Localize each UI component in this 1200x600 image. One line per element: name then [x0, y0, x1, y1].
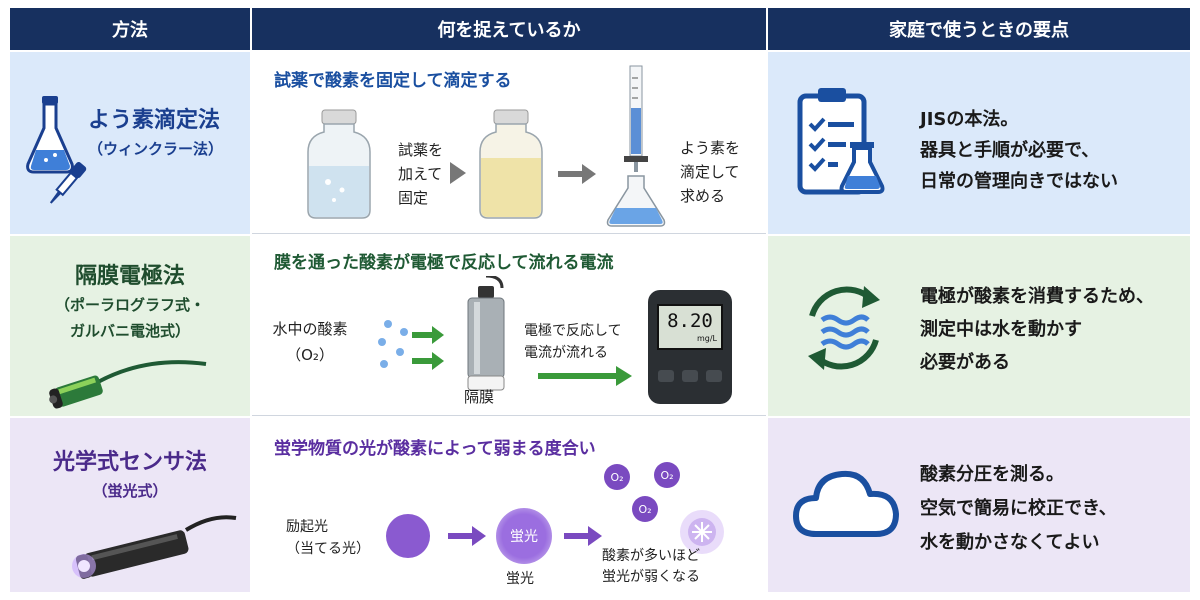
fluorescence-circle: 蛍光 [496, 508, 552, 564]
row2-point-3: 必要がある [920, 352, 1010, 373]
row1-what-cell: 試薬で酸素を固定して滴定する 試薬を 加えて 固定 [252, 52, 766, 234]
oxygen-molecules-icon [378, 320, 444, 370]
meter-device: 8.20 mg/L [648, 290, 732, 404]
row3-label-weak: 酸素が多いほど 蛍光が弱くなる [602, 546, 700, 588]
row2-caption: 膜を通った酸素が電極で反応して流れる電流 [274, 253, 614, 273]
fluorescence-inner-label: 蛍光 [510, 529, 538, 545]
row1-step1-line3: 固定 [398, 189, 429, 207]
row2-current-line1: 電極で反応して [524, 323, 622, 339]
header-method-label: 方法 [112, 20, 148, 41]
row1-method-name: よう素滴定法 [88, 108, 221, 133]
meter-value: 8.20 [667, 310, 713, 332]
row2-method-sub2: ガルバニ電池式） [69, 322, 190, 340]
row3-point-1: 酸素分圧を測る。 [920, 464, 1064, 485]
header-method: 方法 [10, 8, 250, 50]
weak-fluorescence-icon [680, 510, 724, 554]
cloud-icon [793, 470, 899, 537]
o2-molecule-1: O₂ [604, 464, 630, 490]
row1-step2-line2: 滴定して [680, 163, 740, 181]
row2-method-cell: 隔膜電極法 （ポーラログラフ式・ ガルバニ電池式） [10, 236, 250, 416]
row1-points: JISの本法。 器具と手順が必要で、 日常の管理向きではない [920, 104, 1118, 197]
row3-point-3: 水を動かさなくてよい [920, 532, 1100, 553]
header-home-label: 家庭で使うときの要点 [889, 20, 1069, 41]
arrow-right-icon [564, 526, 602, 546]
row2-label-o2: （O₂） [286, 346, 334, 364]
row3-excite-line1: 励起光 [286, 519, 328, 535]
meter-button-2 [682, 370, 698, 382]
row1-caption: 試薬で酸素を固定して滴定する [274, 71, 512, 91]
row3-label-excite: 励起光 （当てる光） [286, 516, 370, 560]
meter-display: 8.20 mg/L [657, 304, 723, 350]
row2-current-line2: 電流が流れる [524, 345, 608, 361]
arrow-right-icon [558, 164, 596, 184]
header-home: 家庭で使うときの要点 [768, 8, 1190, 50]
header-what-label: 何を捉えているか [437, 20, 581, 41]
row3-method-sub: （蛍光式） [92, 482, 168, 500]
arrow-right-icon [538, 366, 632, 386]
water-circulation-icon [808, 286, 880, 370]
row1-step2: よう素を 滴定して 求める [680, 136, 740, 208]
row2-label-water: 水中の酸素 [272, 320, 348, 338]
row2-point-1: 電極が酸素を消費するため、 [920, 286, 1154, 307]
row2-home-cell: 電極が酸素を消費するため、 測定中は水を動かす 必要がある [768, 236, 1190, 416]
row2-method-name: 隔膜電極法 [74, 264, 185, 289]
electrode-probe-icon [467, 276, 505, 391]
row3-method-cell: 光学式センサ法 （蛍光式） [10, 418, 250, 592]
burette-flask-icon [606, 65, 666, 227]
row1-step1-line1: 試薬を [398, 141, 444, 159]
row2-label-current: 電極で反応して 電流が流れる [524, 320, 622, 364]
row2-what-cell: 膜を通った酸素が電極で反応して流れる電流 水中の酸素 （O₂） 隔膜 電極で反応… [252, 236, 766, 416]
row1-method-cell: よう素滴定法 （ウィンクラー法） [10, 52, 250, 234]
row1-step2-line1: よう素を [680, 139, 741, 157]
row3-label-fluor: 蛍光 [506, 571, 534, 587]
flask-dropper-icon [26, 96, 87, 204]
row3-point-2: 空気で簡易に校正でき、 [920, 498, 1117, 519]
row2-point-2: 測定中は水を動かす [920, 319, 1082, 340]
row2-label-membrane: 隔膜 [464, 388, 495, 406]
yellow-bottle-icon [479, 109, 543, 219]
row2-method-sub1: （ポーラログラフ式・ [54, 296, 205, 314]
comparison-table: 方法 何を捉えているか 家庭で使うときの要点 よう素滴定法 （ウィンクラー法） … [10, 8, 1190, 592]
row1-step2-line3: 求める [680, 187, 726, 205]
meter-button-3 [706, 370, 722, 382]
row3-caption: 蛍学物質の光が酸素によって弱まる度合い [274, 439, 596, 459]
row3-home-cell: 酸素分圧を測る。 空気で簡易に校正でき、 水を動かさなくてよい [768, 418, 1190, 592]
clear-bottle-icon [307, 109, 371, 219]
row3-points: 酸素分圧を測る。 空気で簡易に校正でき、 水を動かさなくてよい [920, 458, 1117, 560]
o2-molecule-3: O₂ [632, 496, 658, 522]
o2-molecule-3-label: O₂ [638, 502, 652, 516]
fluorescent-sensor-probe-icon [72, 515, 237, 579]
meter-unit: mg/L [696, 334, 717, 343]
row1-point-2: 器具と手順が必要で、 [920, 140, 1100, 161]
o2-molecule-2-label: O₂ [660, 468, 674, 482]
row3-weak-line1: 酸素が多いほど [602, 548, 700, 564]
row2-points: 電極が酸素を消費するため、 測定中は水を動かす 必要がある [920, 280, 1154, 379]
header-what: 何を捉えているか [252, 8, 766, 50]
row3-excite-line2: （当てる光） [286, 541, 370, 557]
row1-point-3: 日常の管理向きではない [920, 171, 1118, 192]
row3-what-cell: 蛍学物質の光が酸素によって弱まる度合い 励起光 （当てる光） 蛍光 蛍光 O₂ … [252, 418, 766, 592]
arrow-right-icon [450, 162, 466, 184]
meter-button-1 [658, 370, 674, 382]
excitation-light-circle [386, 514, 430, 558]
row1-step1-line2: 加えて [398, 165, 443, 183]
row3-weak-line2: 蛍光が弱くなる [602, 569, 700, 585]
green-sensor-probe-icon [49, 360, 207, 409]
row1-step1: 試薬を 加えて 固定 [398, 138, 443, 210]
o2-molecule-1-label: O₂ [610, 470, 624, 484]
row1-home-cell: JISの本法。 器具と手順が必要で、 日常の管理向きではない [768, 52, 1190, 234]
o2-molecule-2: O₂ [654, 462, 680, 488]
clipboard-checklist-icon [797, 88, 885, 195]
arrow-right-icon [448, 526, 486, 546]
row3-method-name: 光学式センサ法 [52, 450, 207, 475]
row1-method-sub: （ウィンクラー法） [88, 140, 224, 158]
row1-point-1: JISの本法。 [920, 109, 1019, 130]
